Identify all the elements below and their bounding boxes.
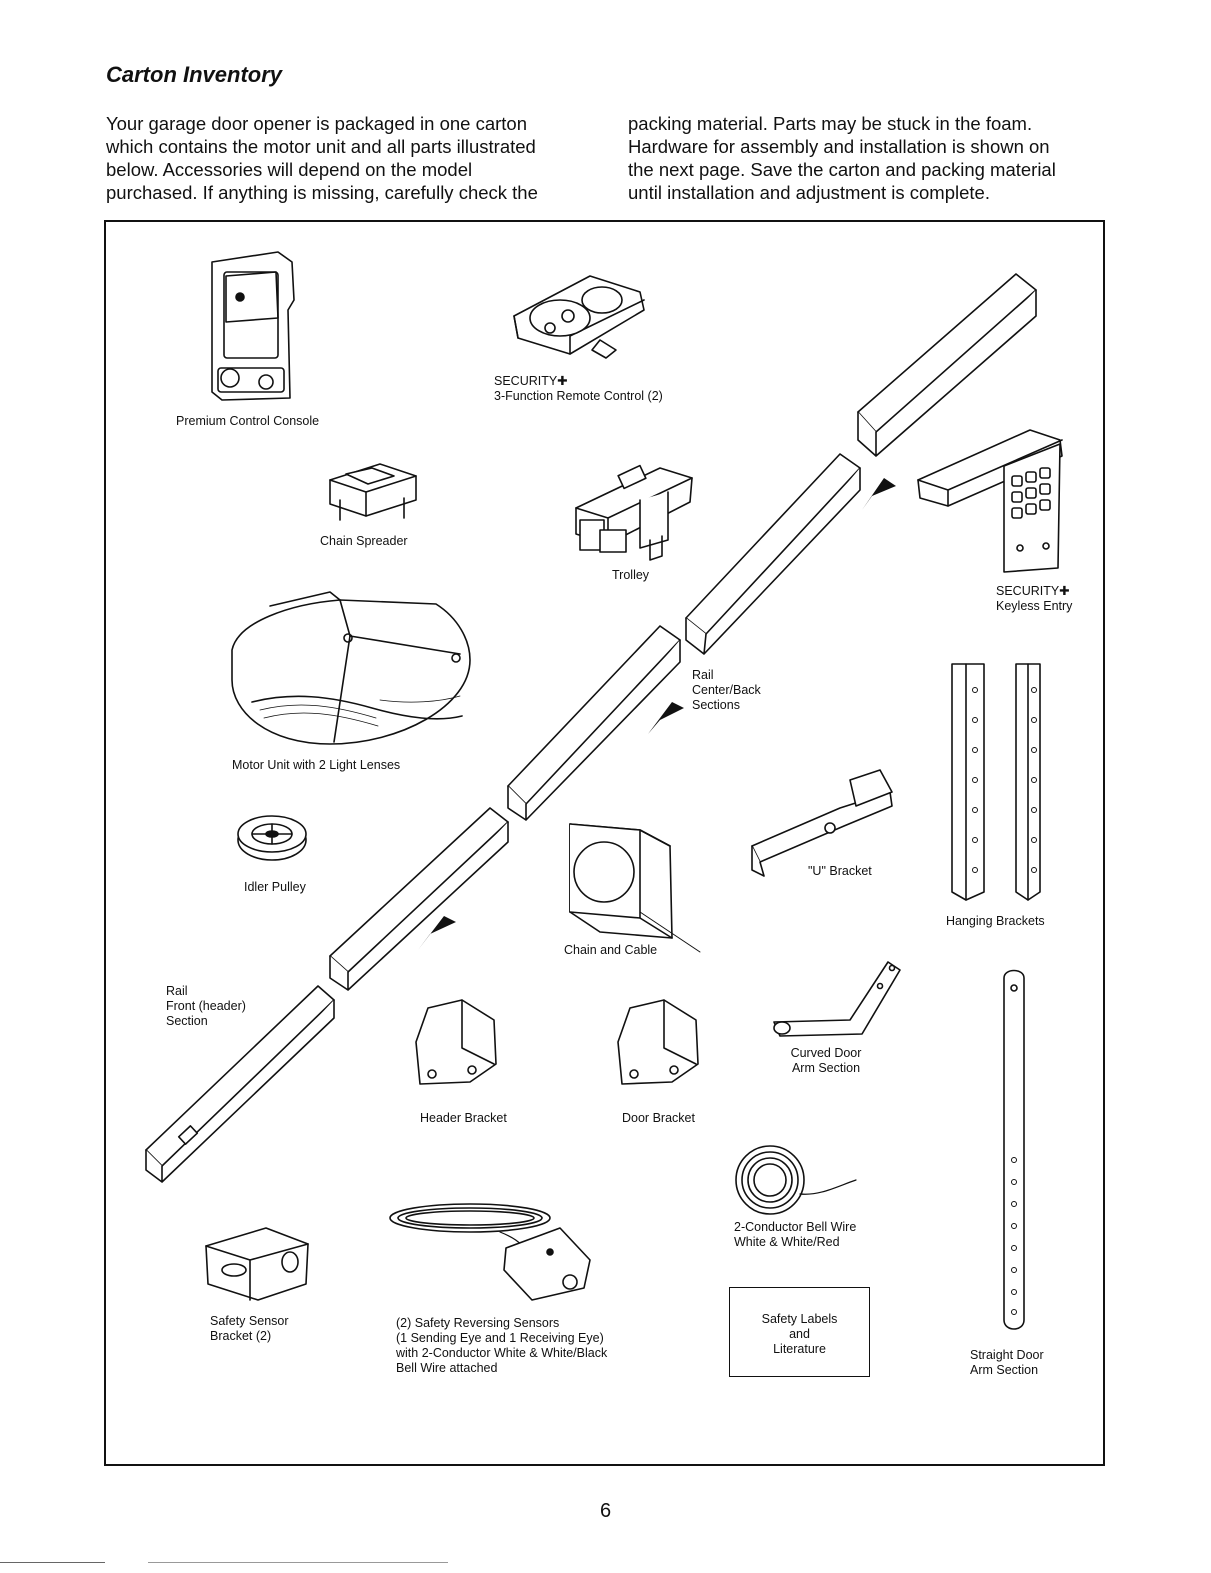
u-bracket-drawing [752,770,892,876]
chain-spreader-drawing [330,464,416,520]
header-bracket-drawing [416,1000,496,1084]
label-door-bracket: Door Bracket [622,1111,695,1126]
remote-control-drawing [514,276,644,358]
motor-unit-drawing [232,592,470,744]
label-idler-pulley: Idler Pulley [244,880,306,895]
label-sensor-bracket: Safety Sensor Bracket (2) [210,1314,289,1344]
straight-arm-drawing [1004,971,1024,1330]
label-chain-cable: Chain and Cable [564,943,657,958]
label-straight-arm: Straight Door Arm Section [970,1348,1044,1378]
bell-wire-drawing [736,1146,856,1214]
label-keyless-entry: SECURITY✚ Keyless Entry [996,584,1072,614]
keyless-entry-drawing [918,430,1062,572]
idler-pulley-drawing [238,816,306,860]
hanging-brackets-drawing [952,664,1040,900]
label-hanging-brackets: Hanging Brackets [946,914,1045,929]
label-rail-center: Rail Center/Back Sections [692,668,761,713]
page-number: 6 [0,1500,1211,1523]
label-control-console: Premium Control Console [176,414,319,429]
footer-rule [0,1562,105,1563]
curved-arm-drawing [774,962,900,1036]
control-console-drawing [212,252,294,400]
label-chain-spreader: Chain Spreader [320,534,408,549]
safety-sensors-drawing [390,1204,590,1300]
label-remote-control: SECURITY✚ 3-Function Remote Control (2) [494,374,663,404]
label-motor-unit: Motor Unit with 2 Light Lenses [232,758,400,773]
safety-labels-box: Safety Labels and Literature [729,1287,870,1377]
label-trolley: Trolley [612,568,649,583]
label-bell-wire: 2-Conductor Bell Wire White & White/Red [734,1220,856,1250]
chain-cable-drawing [570,824,700,952]
label-rail-front: Rail Front (header) Section [166,984,246,1029]
door-bracket-drawing [618,1000,698,1084]
footer-rule-faint [148,1562,448,1563]
sensor-bracket-drawing [206,1228,308,1300]
label-curved-arm: Curved Door Arm Section [774,1046,878,1076]
label-safety-sensors: (2) Safety Reversing Sensors (1 Sending … [396,1316,607,1376]
label-header-bracket: Header Bracket [420,1111,507,1126]
trolley-drawing [576,466,692,560]
label-u-bracket: "U" Bracket [808,864,872,879]
